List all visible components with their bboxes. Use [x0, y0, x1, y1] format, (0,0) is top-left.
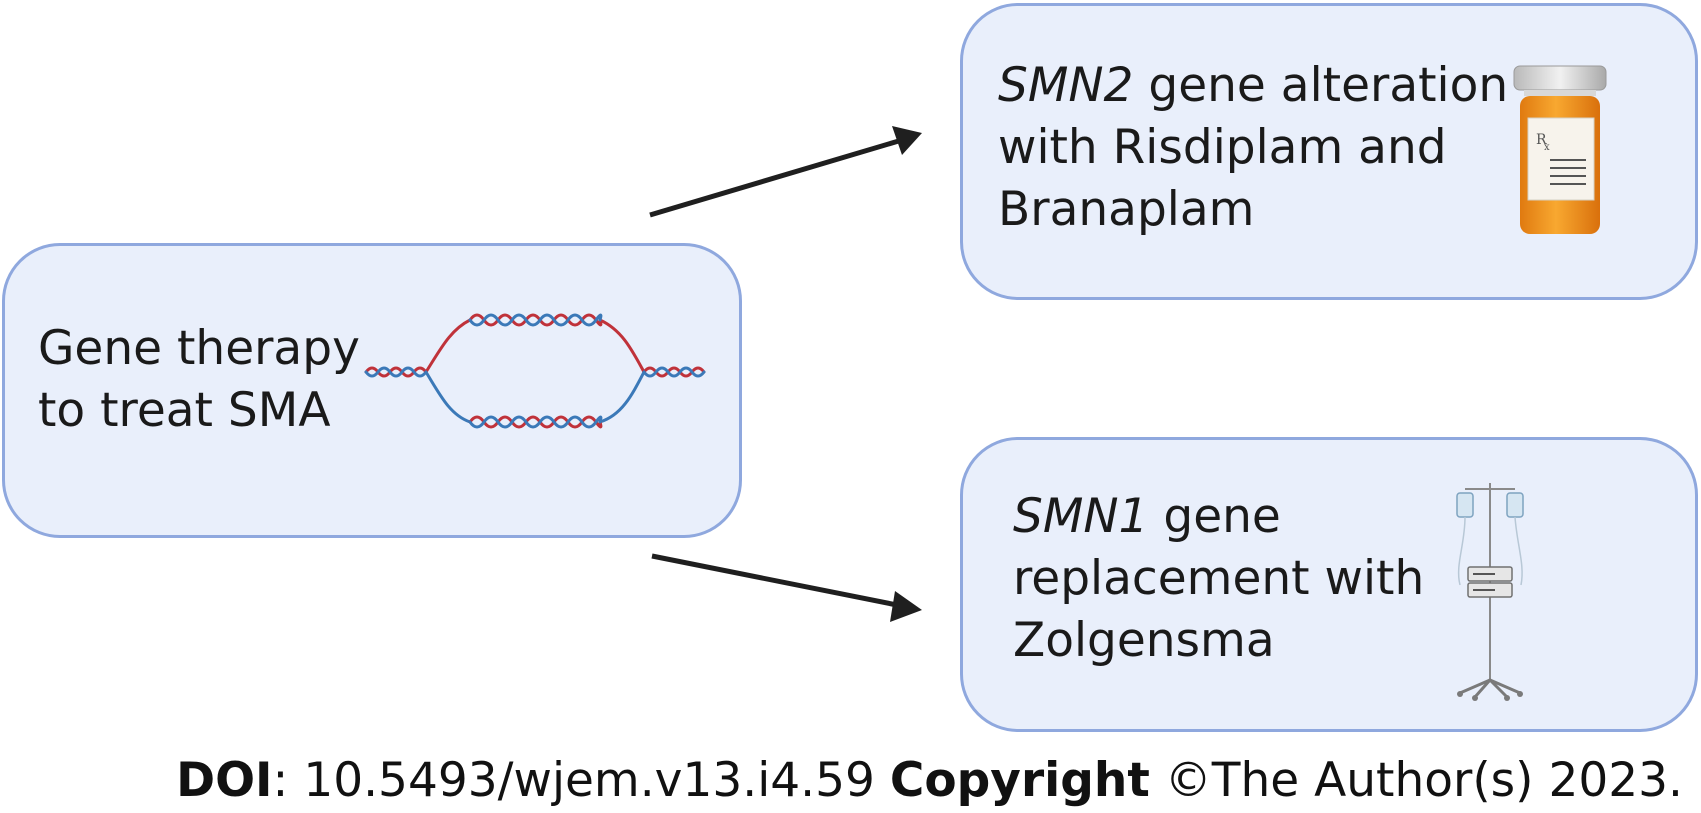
svg-text:R: R	[1536, 132, 1547, 148]
gene-therapy-box	[2, 243, 742, 538]
dna-icon	[364, 313, 706, 429]
copyright-text: ©The Author(s) 2023.	[1149, 753, 1683, 808]
citation-footer: DOI: 10.5493/wjem.v13.i4.59 Copyright ©T…	[176, 750, 1683, 812]
gene-therapy-label: Gene therapy to treat SMA	[38, 318, 360, 442]
doi-value: 10.5493/wjem.v13.i4.59	[303, 753, 875, 808]
smn2-line-3: Branaplam	[998, 182, 1255, 237]
smn1-line-3: Zolgensma	[1013, 613, 1275, 668]
smn1-line-1: SMN1 gene	[1013, 486, 1424, 548]
arrow-to-smn1	[651, 553, 922, 622]
svg-text:x: x	[1544, 142, 1550, 153]
smn2-therapy-label: SMN2 gene alteration with Risdiplam and …	[998, 55, 1508, 241]
smn1-line-2: replacement with	[1013, 551, 1425, 606]
gene-therapy-line-2: to treat SMA	[38, 383, 331, 438]
smn2-line-1: SMN2 gene alteration	[998, 55, 1508, 117]
doi-separator: :	[272, 753, 304, 808]
doi-label: DOI	[176, 753, 273, 808]
arrow-to-smn2	[649, 126, 922, 218]
smn1-line-1-rest: gene	[1148, 489, 1281, 544]
smn2-line-2: with Risdiplam and	[998, 120, 1447, 175]
smn2-gene-name: SMN2	[998, 58, 1134, 113]
iv-drip-stand-icon	[1456, 483, 1524, 701]
smn2-line-1-rest: gene alteration	[1133, 58, 1509, 113]
copyright-label: Copyright	[889, 753, 1150, 808]
pill-bottle-icon: R x	[1513, 65, 1607, 234]
smn1-therapy-box	[960, 437, 1698, 732]
smn1-gene-name: SMN1	[1013, 489, 1149, 544]
smn1-therapy-label: SMN1 gene replacement with Zolgensma	[1013, 486, 1424, 672]
gene-therapy-line-1: Gene therapy	[38, 321, 360, 376]
